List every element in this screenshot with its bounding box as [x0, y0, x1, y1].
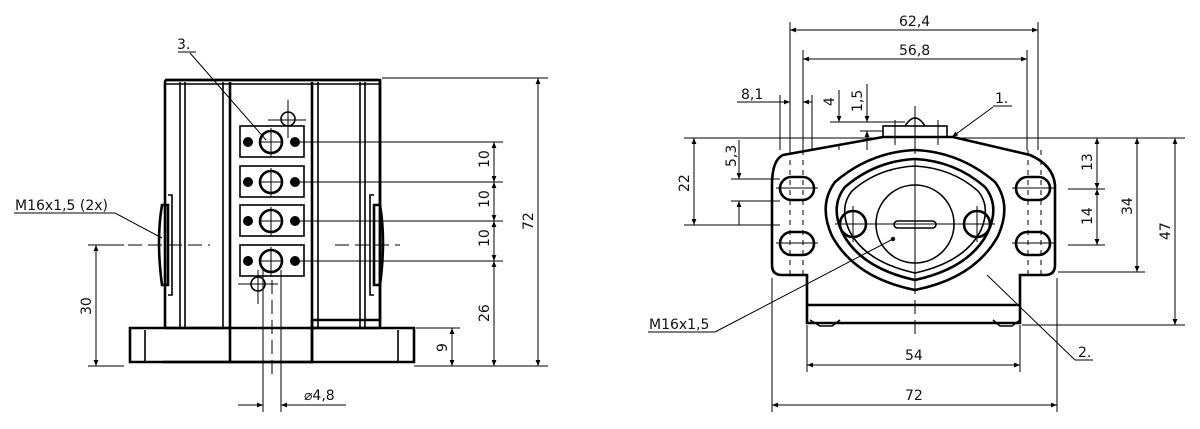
dim-pitch-3: 10	[477, 229, 493, 247]
dim-right-13: 13	[1080, 153, 1096, 171]
dim-left-height: 22	[677, 174, 693, 192]
contact-blocks	[238, 100, 306, 304]
dim-base-width: 54	[905, 348, 923, 364]
thread-callout-2x: M16x1,5 (2x)	[15, 198, 108, 214]
dim-base-height: 9	[435, 343, 451, 352]
front-view: ⌀4,8 3. M16x1,5 (2x) 10 10 10 26 72 9	[14, 37, 548, 412]
dim-bottom-contact: 26	[477, 304, 493, 322]
dim-right-34: 34	[1120, 197, 1136, 215]
dim-step-4: 4	[822, 97, 838, 106]
dim-pitch-1: 10	[477, 150, 493, 168]
dim-thread-height: 30	[79, 297, 95, 315]
dim-right-14: 14	[1080, 207, 1096, 225]
dim-slot-height: 5,3	[724, 145, 740, 167]
hole-diameter-label: ⌀4,8	[304, 388, 335, 404]
dim-inner-width: 56,8	[899, 43, 930, 59]
item-3-label: 3.	[177, 37, 190, 53]
item-2-label: 2.	[1078, 345, 1091, 361]
dim-overall-height: 72	[521, 212, 537, 230]
dim-slot-offset: 8,1	[741, 87, 763, 103]
top-view: 62,4 56,8 8,1 4 1,5 1. 22 5,3	[648, 14, 1185, 412]
dim-pitch-2: 10	[477, 190, 493, 208]
thread-callout: M16x1,5	[649, 317, 709, 333]
dim-right-47: 47	[1158, 222, 1174, 240]
item-1-label: 1.	[995, 91, 1008, 107]
dim-overall-width: 72	[905, 388, 923, 404]
dim-step-1-5: 1,5	[850, 90, 866, 112]
dim-outer-width: 62,4	[899, 14, 930, 30]
